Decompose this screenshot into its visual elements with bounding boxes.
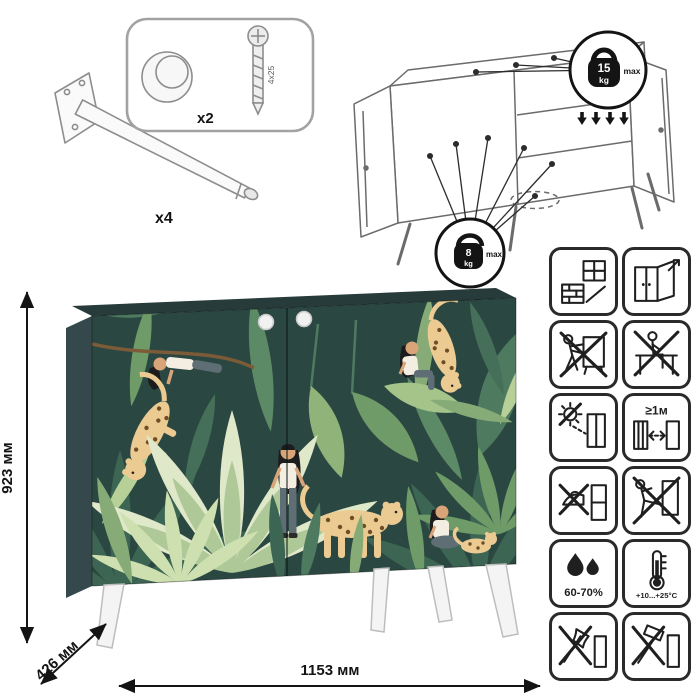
screw-drawing <box>247 25 269 116</box>
care-pictogram-grid: ≥1м <box>549 247 691 681</box>
no-direct-sunlight-icon <box>558 402 606 448</box>
screw-size-label: 4x25 <box>266 66 276 85</box>
woman-4 <box>428 505 461 549</box>
care-tile-no-hot-objects <box>549 466 618 535</box>
kettlebell-8kg-icon <box>455 233 485 247</box>
depth-dimension-arrow <box>40 623 107 685</box>
product-cabinet <box>66 288 519 649</box>
jungle-print <box>92 298 516 586</box>
height-dimension-label: 923 мм <box>0 442 16 493</box>
leg-foot <box>243 187 259 201</box>
temperature-label: +10...+25°С <box>636 591 678 600</box>
shelf-load-value: 8 <box>466 247 472 259</box>
temperature-range-icon: +10...+25°С <box>636 550 678 600</box>
leopard-1 <box>122 371 177 481</box>
care-tile-humidity-range: 60-70% <box>549 539 618 608</box>
shelf-load-max-label: max <box>486 250 503 259</box>
wall-and-window-icon <box>561 260 606 304</box>
care-tile-no-kicking <box>622 466 691 535</box>
cabinet-top <box>72 288 516 316</box>
no-impact-icon <box>631 624 680 668</box>
care-tile-temperature-range: +10...+25°С <box>622 539 691 608</box>
knob-drawing <box>141 51 193 103</box>
product-figure: 923 мм 426 мм 1153 мм <box>0 288 541 694</box>
top-load-unit: kg <box>599 75 609 85</box>
care-tile-no-sharp-tools <box>549 612 618 681</box>
no-sharp-tools-icon <box>558 625 607 668</box>
heat-distance-icon: ≥1м <box>633 403 680 450</box>
woman-1 <box>147 356 223 390</box>
woman-2 <box>398 341 435 390</box>
door-mounting-icon <box>634 259 680 302</box>
depth-dimension-label: 426 мм <box>32 637 82 684</box>
knob-right <box>295 310 313 328</box>
care-tile-no-pushing <box>549 320 618 389</box>
left-open-door <box>353 85 399 238</box>
max-load-shelf-badge: 8 kg max <box>434 217 506 304</box>
load-limit-figure: 15 kg max 8 kg max <box>353 30 675 304</box>
care-tile-no-impact <box>622 612 691 681</box>
care-tile-heat-distance: ≥1м <box>622 393 691 462</box>
care-tile-door-mounting <box>622 247 691 316</box>
no-pushing-icon <box>559 331 608 378</box>
top-load-max-label: max <box>623 66 640 76</box>
leopard-cub <box>452 526 497 554</box>
no-sitting-icon <box>633 330 680 377</box>
width-dimension-label: 1153 мм <box>301 662 360 679</box>
care-tile-no-direct-sunlight <box>549 393 618 462</box>
care-tile-no-sitting <box>622 320 691 389</box>
shelf-load-unit: kg <box>464 259 473 268</box>
kettlebell-15kg-icon <box>590 47 618 63</box>
branch <box>92 342 255 370</box>
knob-left <box>257 313 275 331</box>
heat-distance-label: ≥1м <box>645 403 668 417</box>
knob-hardware-box: 4x25 x2 <box>125 17 315 133</box>
max-load-top-badge: 15 kg max <box>568 30 648 125</box>
cabinet-side <box>66 316 92 598</box>
care-tile-wall-and-window <box>549 247 618 316</box>
leg-body <box>74 99 251 199</box>
legs-hardware-figure: x4 4x25 x2 <box>54 17 315 227</box>
top-load-value: 15 <box>598 63 611 75</box>
humidity-range-icon: 60-70% <box>564 553 603 599</box>
leg-count-label: x4 <box>155 210 173 227</box>
humidity-label: 60-70% <box>564 587 603 599</box>
leopard-2 <box>427 298 462 393</box>
furniture-leg-drawing <box>54 72 259 201</box>
no-hot-objects-icon <box>558 483 607 521</box>
no-kicking-icon <box>632 476 681 525</box>
knob-count-label: x2 <box>197 110 214 127</box>
